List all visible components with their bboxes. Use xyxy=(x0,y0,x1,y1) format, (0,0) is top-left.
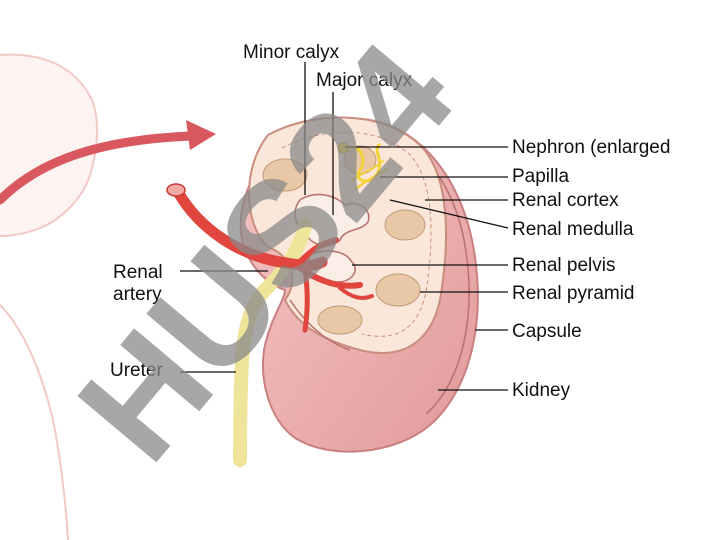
label-ureter: Ureter xyxy=(110,360,163,381)
label-renal-pelvis: Renal pelvis xyxy=(512,255,616,276)
label-renal-artery-line2: artery xyxy=(113,284,162,305)
label-minor-calyx: Minor calyx xyxy=(243,42,340,63)
renal-pyramids xyxy=(262,145,426,335)
label-renal-pyramid: Renal pyramid xyxy=(512,283,635,304)
leader-lines xyxy=(180,62,509,391)
nephron xyxy=(337,142,389,191)
label-nephron: Nephron (enlarged xyxy=(512,137,670,158)
pointer-arrow-icon xyxy=(0,120,216,205)
label-kidney: Kidney xyxy=(512,380,571,401)
label-renal-artery-line1: Renal xyxy=(113,262,163,283)
label-renal-cortex: Renal cortex xyxy=(512,190,619,211)
label-papilla: Papilla xyxy=(512,166,569,187)
labels: Minor calyx Major calyx Nephron (enlarge… xyxy=(110,42,670,401)
label-renal-medulla: Renal medulla xyxy=(512,219,634,240)
label-major-calyx: Major calyx xyxy=(316,70,413,91)
label-capsule: Capsule xyxy=(512,321,582,342)
renal-artery xyxy=(166,183,374,333)
body-silhouette xyxy=(0,53,99,540)
